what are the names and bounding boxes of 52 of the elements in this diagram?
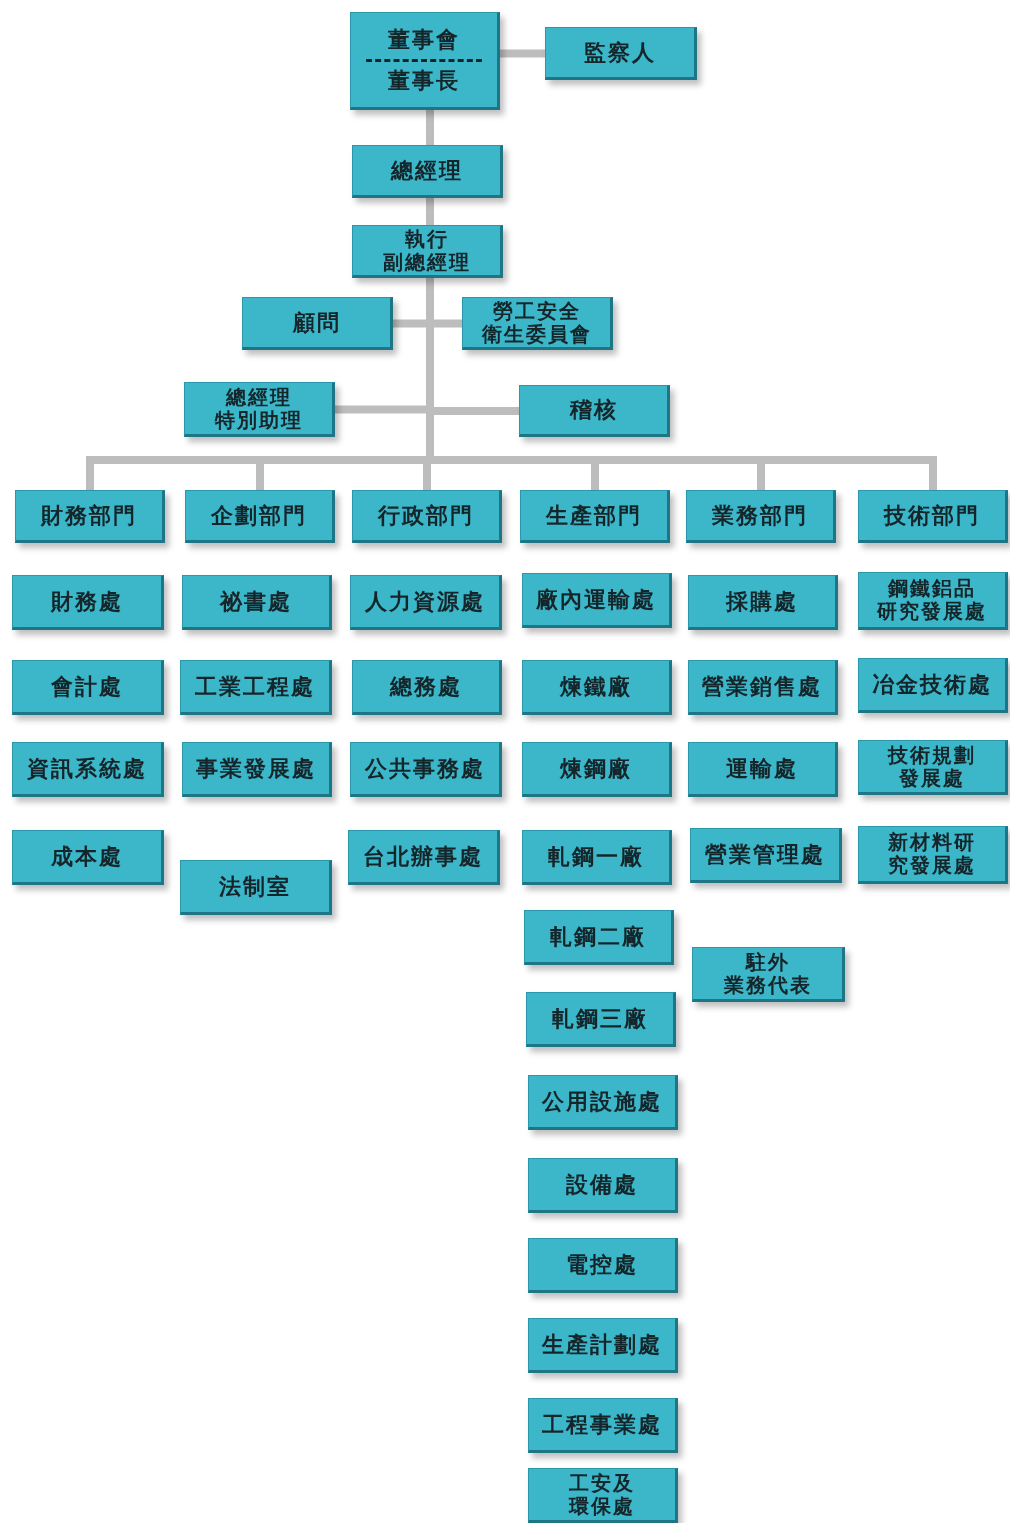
org-box: 法制室 bbox=[180, 860, 332, 915]
org-box: 公用設施處 bbox=[528, 1075, 678, 1130]
org-box: 工程事業處 bbox=[528, 1398, 678, 1453]
org-box: 軋鋼三廠 bbox=[526, 992, 676, 1047]
org-box: 工安及環保處 bbox=[528, 1468, 678, 1523]
org-box: 人力資源處 bbox=[350, 575, 502, 630]
org-box: 冶金技術處 bbox=[858, 658, 1008, 713]
org-box: 工業工程處 bbox=[180, 660, 332, 715]
org-box: 勞工安全衛生委員會 bbox=[462, 297, 613, 350]
org-box: 稽核 bbox=[519, 385, 670, 437]
org-box: 設備處 bbox=[528, 1158, 678, 1213]
org-box: 會計處 bbox=[12, 660, 164, 715]
org-box: 煉鐵廠 bbox=[522, 660, 672, 715]
org-box: 生產計劃處 bbox=[528, 1318, 678, 1373]
org-box: 企劃部門 bbox=[185, 490, 335, 543]
org-box: 技術部門 bbox=[858, 490, 1008, 543]
org-box: 總經理 bbox=[352, 145, 503, 198]
org-box bbox=[350, 12, 500, 110]
org-box: 執行副總經理 bbox=[352, 225, 503, 278]
org-box: 煉鋼廠 bbox=[522, 742, 672, 797]
connector-line bbox=[500, 49, 545, 58]
org-box: 生產部門 bbox=[520, 490, 670, 543]
org-box: 總務處 bbox=[352, 660, 502, 715]
org-box: 電控處 bbox=[528, 1238, 678, 1293]
org-box: 事業發展處 bbox=[182, 742, 332, 797]
org-box: 台北辦事處 bbox=[348, 830, 500, 885]
org-box: 營業銷售處 bbox=[688, 660, 838, 715]
org-box: 財務處 bbox=[12, 575, 164, 630]
org-box: 廠內運輸處 bbox=[522, 573, 672, 628]
org-box: 軋鋼一廠 bbox=[522, 830, 672, 885]
org-box: 資訊系統處 bbox=[12, 742, 164, 797]
org-box: 財務部門 bbox=[15, 490, 165, 543]
connector-line bbox=[426, 110, 434, 145]
box-title: 董事長 bbox=[388, 67, 460, 93]
org-box: 營業管理處 bbox=[690, 828, 842, 883]
org-box: 監察人 bbox=[545, 27, 697, 80]
org-box: 成本處 bbox=[12, 830, 164, 885]
org-box: 總經理特別助理 bbox=[184, 382, 335, 437]
org-box: 業務部門 bbox=[686, 490, 836, 543]
org-box: 運輸處 bbox=[688, 742, 838, 797]
org-box: 祕書處 bbox=[182, 575, 332, 630]
org-box: 新材料研究發展處 bbox=[858, 826, 1008, 884]
box-title: 董事會 bbox=[388, 27, 460, 53]
org-box: 技術規劃發展處 bbox=[858, 740, 1008, 795]
org-box: 駐外業務代表 bbox=[692, 947, 845, 1002]
org-box: 採購處 bbox=[688, 575, 838, 630]
org-box: 顧問 bbox=[242, 297, 393, 350]
org-box: 軋鋼二廠 bbox=[524, 910, 674, 965]
org-box: 鋼鐵鋁品研究發展處 bbox=[858, 572, 1008, 630]
connector-line bbox=[426, 198, 434, 225]
org-box: 行政部門 bbox=[352, 490, 502, 543]
org-box: 公共事務處 bbox=[350, 742, 502, 797]
